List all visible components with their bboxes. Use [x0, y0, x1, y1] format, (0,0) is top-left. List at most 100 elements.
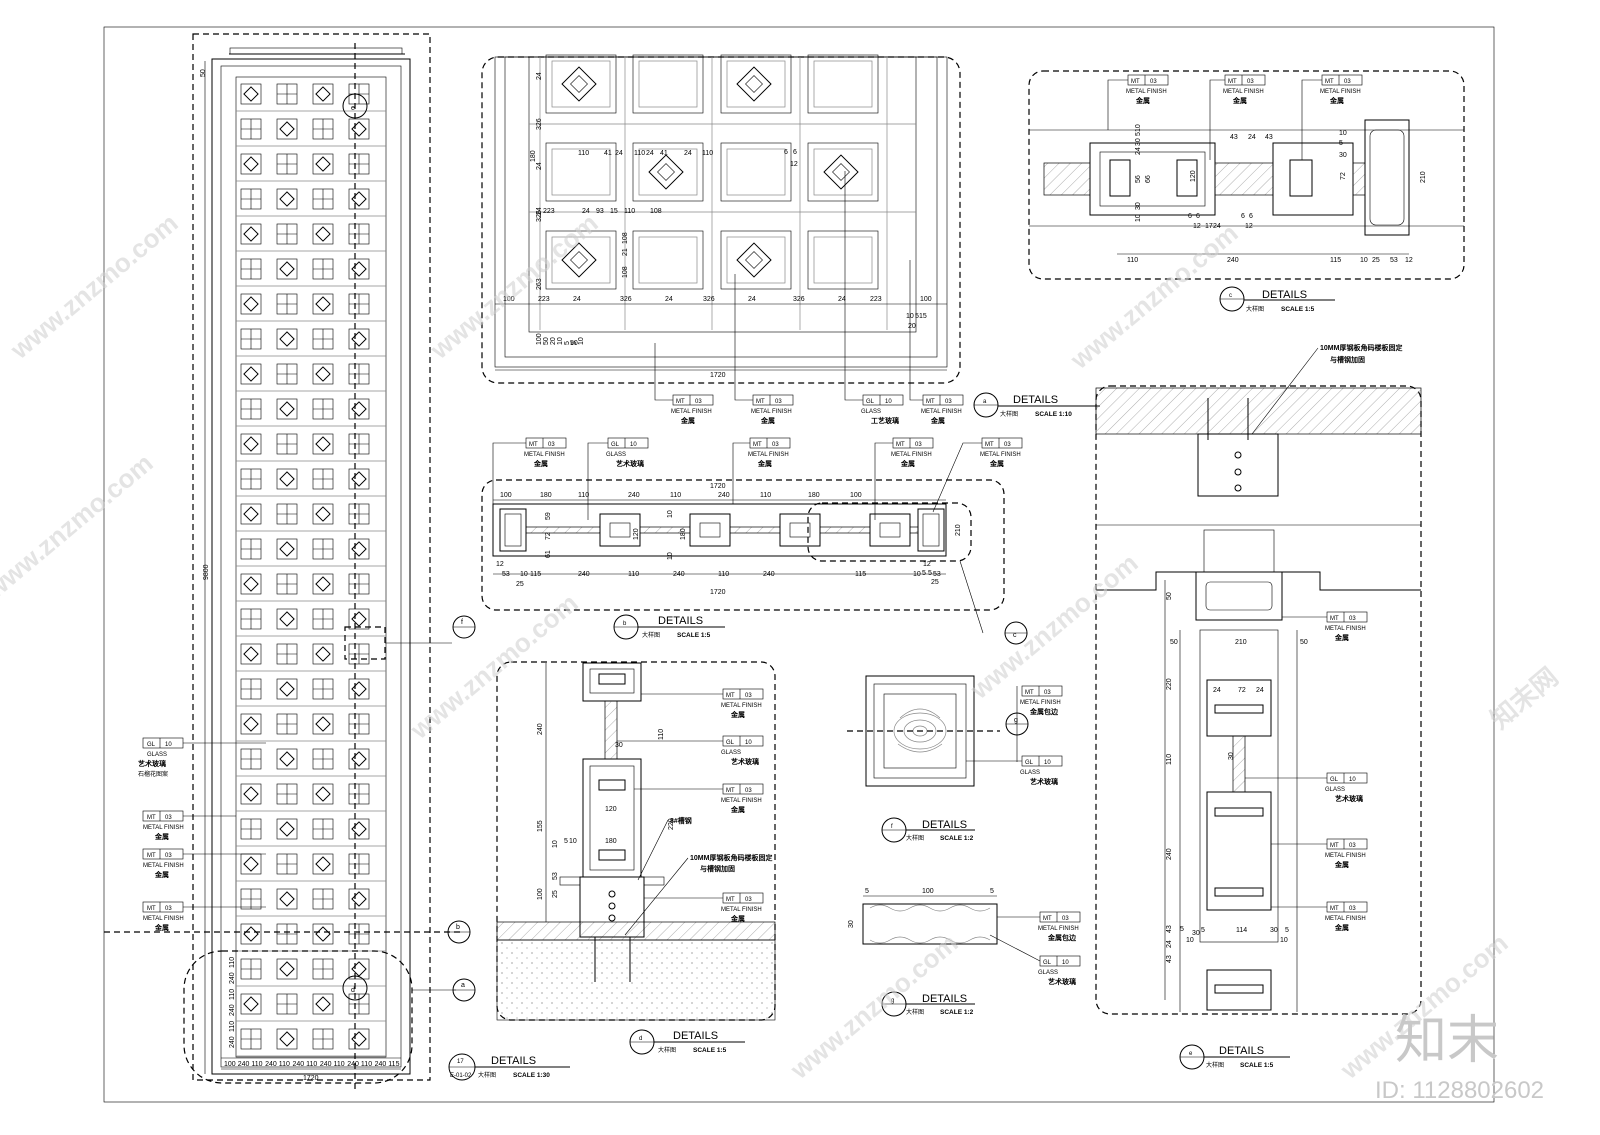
callout-g[interactable]: g [1005, 712, 1029, 736]
dim-b-bottom: 53 [502, 571, 510, 578]
lattice-cell [276, 958, 298, 980]
lattice-cell [240, 713, 262, 735]
svg-text:e: e [1189, 1051, 1193, 1057]
lattice-cell [312, 223, 334, 245]
dim-e-mid: 30 [1270, 927, 1278, 934]
dim-b-top: 240 [718, 492, 730, 499]
b-glass [729, 526, 781, 534]
tag-chinese: 艺术玻璃 [731, 757, 759, 766]
dim-b-edge: 5 [928, 570, 932, 577]
tag-english: METAL FINISH [751, 409, 792, 415]
dim-c-bottom: 25 [1372, 257, 1380, 264]
svg-text:www.znzmo.com: www.znzmo.com [784, 928, 964, 1086]
detail-title-g: g DETAILS 大样图 SCALE 1:2 [881, 991, 975, 1017]
dim-a-small: 21 [622, 248, 629, 256]
svg-text:知末网: 知末网 [1485, 661, 1564, 734]
a-frame-inner [813, 148, 873, 196]
dim-b-top: 110 [760, 492, 771, 499]
note-steel-e: 10MM厚钢板角码楼板固定 与槽钢加固 [1251, 343, 1402, 435]
lattice-cell [240, 223, 262, 245]
svg-text:金属: 金属 [154, 870, 169, 879]
dim-a-left-low: 50 [543, 337, 550, 345]
dim-a-bottom: 223 [870, 296, 882, 303]
glass-diamond [315, 996, 331, 1012]
dim-a-small: 5 [915, 313, 919, 320]
tag-chinese: 艺术玻璃 [1048, 977, 1076, 986]
lattice-cell [312, 853, 334, 875]
dim-elev-left: 240 [229, 1036, 236, 1048]
dim-e-mid: 24 [1256, 687, 1264, 694]
lattice-cell [348, 888, 370, 910]
glass-diamond [351, 121, 367, 137]
svg-text:石榴花图案: 石榴花图案 [138, 770, 168, 778]
note-steel-d: 10MM厚钢板角码楼板固定 与槽钢加固 [624, 853, 772, 936]
dim-a-left: 24 [536, 162, 543, 170]
a-diamond-inner [745, 75, 763, 93]
callout-e[interactable]: e [342, 93, 368, 119]
glass-diamond [315, 786, 331, 802]
dim-d-mid: 120 [605, 806, 617, 813]
a-diamond-inner [657, 163, 675, 181]
dim-e-mid: 210 [1235, 639, 1247, 646]
callout-f[interactable]: f [452, 615, 476, 639]
dim-c-inner: 6 [1188, 213, 1192, 220]
dim-a-bottom: 223 [538, 296, 550, 303]
svg-text:艺术玻璃: 艺术玻璃 [138, 759, 166, 768]
glass-diamond [351, 401, 367, 417]
dim-b-bottom: 115 [855, 571, 866, 578]
detail-c-boundary [1028, 70, 1465, 280]
dim-elev-width: 1720 [303, 1075, 319, 1082]
lattice-cell [312, 573, 334, 595]
svg-text:03: 03 [165, 906, 172, 912]
callout-a-elev[interactable]: a [452, 978, 476, 1002]
svg-text:f: f [891, 824, 893, 830]
tag-number: 03 [915, 442, 922, 448]
callout-g-label: g [1014, 717, 1018, 724]
glass-diamond [243, 156, 259, 172]
svg-text:17: 17 [457, 1059, 464, 1065]
tag-number: 03 [1344, 79, 1351, 85]
tag-number: 03 [695, 399, 702, 405]
dim-e-mid: 50 [1170, 639, 1178, 646]
glass-diamond [243, 786, 259, 802]
svg-text:DETAILS: DETAILS [1219, 1045, 1264, 1057]
dim-elev-bottom: 240 [292, 1061, 304, 1068]
a-diamond [561, 242, 597, 278]
callout-c-b[interactable]: c [959, 560, 1028, 645]
lattice-cell [348, 538, 370, 560]
callout-b-elev[interactable]: b [447, 920, 471, 944]
tag-number: 10 [1062, 960, 1069, 966]
a-frame [632, 230, 704, 290]
svg-text:b: b [623, 621, 627, 627]
callout-a-elev-label: a [461, 982, 465, 989]
dim-e-left: 240 [1166, 848, 1173, 860]
dim-c-left: 56 [1135, 175, 1142, 183]
glass-diamond [279, 331, 295, 347]
dim-elev-bottom: 115 [388, 1061, 399, 1068]
lattice-cell [276, 748, 298, 770]
callout-d-elev[interactable]: d [342, 975, 368, 1001]
a-frame-inner [551, 60, 611, 108]
dim-b-edge: 25 [931, 579, 939, 586]
tag-code: MT [985, 442, 994, 448]
dim-e-left: 10 [1186, 937, 1194, 944]
tag-code: MT [926, 399, 935, 405]
pomegranate-flower-pattern [893, 708, 947, 753]
tag-english: METAL FINISH [1126, 89, 1167, 95]
b-module-inner [789, 522, 811, 538]
glass-diamond [279, 121, 295, 137]
elevation-boundary [192, 33, 431, 1081]
tag-chinese: 金属包边 [1029, 707, 1059, 716]
tag-code: MT [1025, 690, 1034, 696]
glass-diamond [243, 506, 259, 522]
b-leader [492, 442, 526, 504]
lattice-cell [240, 993, 262, 1015]
